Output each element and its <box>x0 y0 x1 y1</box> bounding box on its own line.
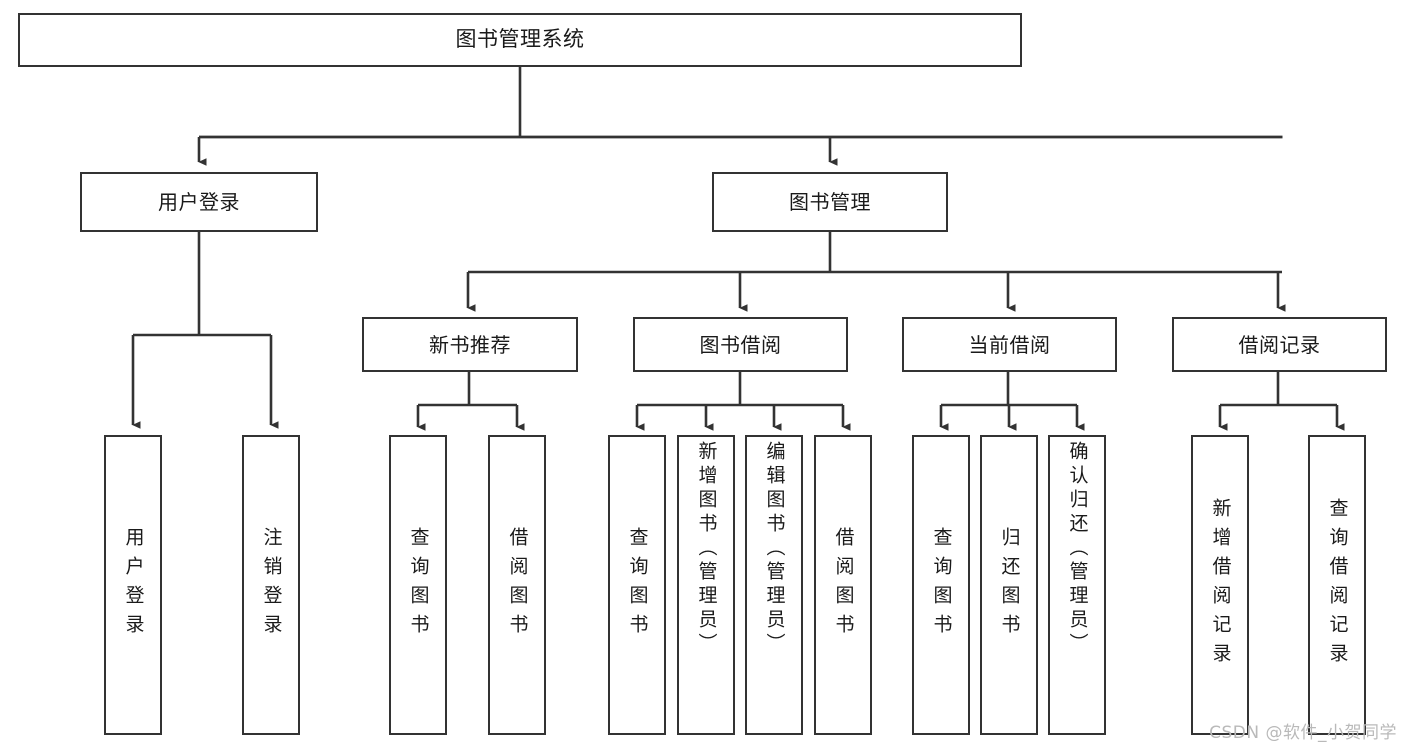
node-current-borrow-label: 当前借阅 <box>968 332 1051 357</box>
node-leaf-confirm-return-admin[interactable]: 确认归还（管理员） <box>1048 435 1106 735</box>
node-leaf-return-book-label: 归还图书 <box>998 527 1021 643</box>
node-borrow-record[interactable]: 借阅记录 <box>1172 317 1387 372</box>
node-leaf-query-borrow-record-label: 查询借阅记录 <box>1326 498 1349 672</box>
node-leaf-borrow-book-new-label: 借阅图书 <box>506 527 529 643</box>
node-root-system[interactable]: 图书管理系统 <box>18 13 1022 67</box>
node-book-management[interactable]: 图书管理 <box>712 172 948 232</box>
node-leaf-borrow-book-label: 借阅图书 <box>832 527 855 643</box>
node-leaf-borrow-book[interactable]: 借阅图书 <box>814 435 872 735</box>
node-leaf-confirm-return-admin-label: 确认归还（管理员） <box>1066 441 1089 657</box>
node-leaf-user-login-label: 用户登录 <box>122 527 145 643</box>
node-new-book-recommend-label: 新书推荐 <box>429 332 511 357</box>
csdn-watermark: CSDN @软件_小贺同学 <box>1209 723 1397 743</box>
node-new-book-recommend[interactable]: 新书推荐 <box>362 317 578 372</box>
node-leaf-add-borrow-record[interactable]: 新增借阅记录 <box>1191 435 1249 735</box>
node-leaf-edit-book-admin[interactable]: 编辑图书（管理员） <box>745 435 803 735</box>
node-leaf-query-book-borrow[interactable]: 查询图书 <box>608 435 666 735</box>
node-leaf-logout[interactable]: 注销登录 <box>242 435 300 735</box>
node-leaf-user-login[interactable]: 用户登录 <box>104 435 162 735</box>
node-leaf-query-book-current[interactable]: 查询图书 <box>912 435 970 735</box>
node-book-borrow[interactable]: 图书借阅 <box>633 317 848 372</box>
node-leaf-logout-label: 注销登录 <box>260 527 283 643</box>
node-root-system-label: 图书管理系统 <box>455 27 585 52</box>
node-leaf-add-book-admin-label: 新增图书（管理员） <box>695 441 718 657</box>
node-leaf-query-borrow-record[interactable]: 查询借阅记录 <box>1308 435 1366 735</box>
node-current-borrow[interactable]: 当前借阅 <box>902 317 1117 372</box>
node-book-borrow-label: 图书借阅 <box>699 332 782 357</box>
node-borrow-record-label: 借阅记录 <box>1238 332 1321 357</box>
node-leaf-query-book-new-label: 查询图书 <box>407 527 430 643</box>
node-leaf-query-book-new[interactable]: 查询图书 <box>389 435 447 735</box>
node-leaf-edit-book-admin-label: 编辑图书（管理员） <box>763 441 786 657</box>
node-leaf-add-borrow-record-label: 新增借阅记录 <box>1209 498 1232 672</box>
node-leaf-borrow-book-new[interactable]: 借阅图书 <box>488 435 546 735</box>
node-leaf-query-book-borrow-label: 查询图书 <box>626 527 649 643</box>
node-book-management-label: 图书管理 <box>789 190 871 214</box>
node-leaf-return-book[interactable]: 归还图书 <box>980 435 1038 735</box>
node-user-login-label: 用户登录 <box>158 190 240 214</box>
node-leaf-query-book-current-label: 查询图书 <box>930 527 953 643</box>
node-user-login[interactable]: 用户登录 <box>80 172 318 232</box>
node-leaf-add-book-admin[interactable]: 新增图书（管理员） <box>677 435 735 735</box>
